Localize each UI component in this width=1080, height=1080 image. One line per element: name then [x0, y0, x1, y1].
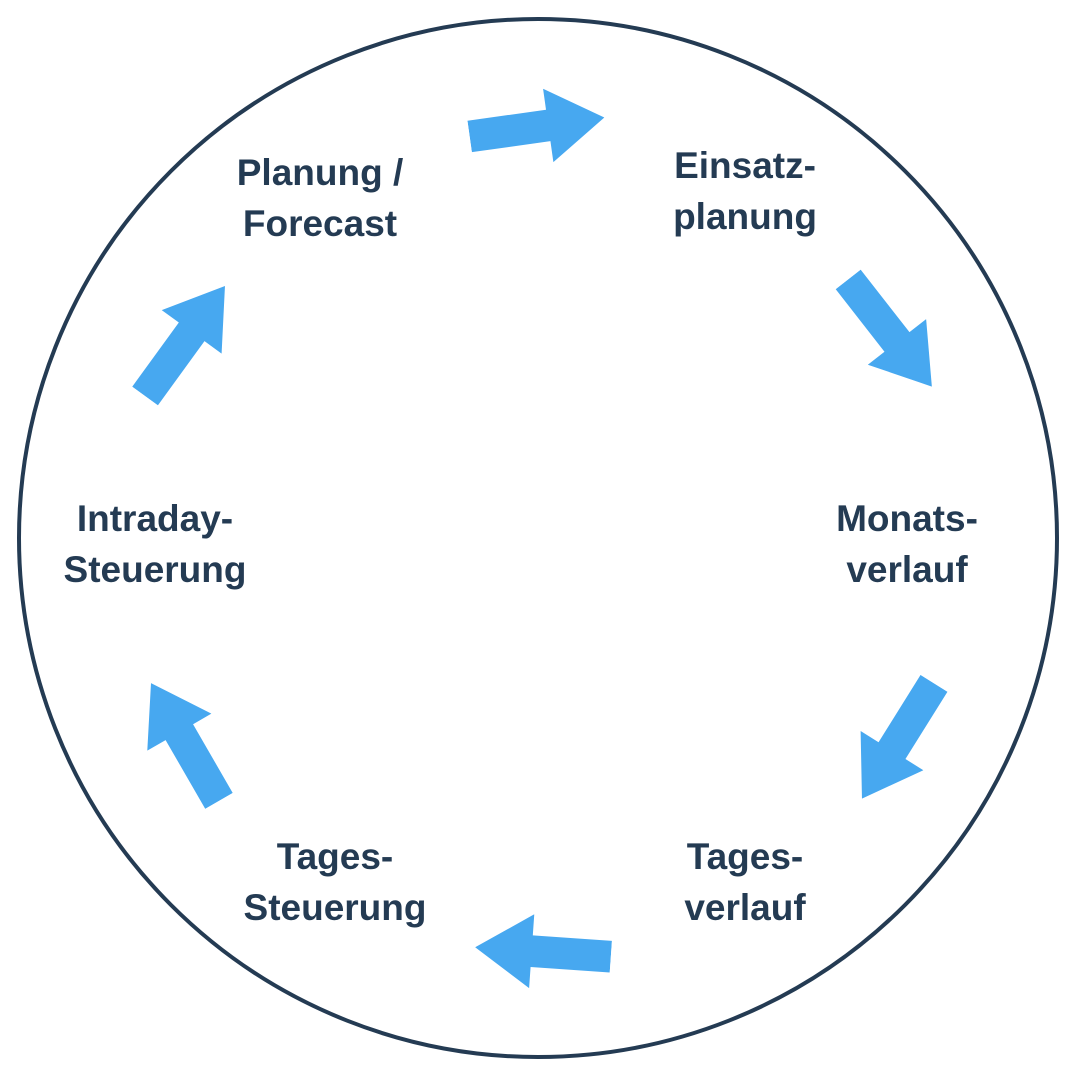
stage-label-tages-steuerung: Tages- Steuerung: [185, 831, 485, 933]
arrow-icon-einsatzplanung-to-monatsverlauf: [819, 257, 961, 410]
stage-label-line: Intraday-: [76, 498, 234, 539]
stage-label-einsatzplanung: Einsatz- planung: [595, 140, 895, 242]
arrow-icon-tagesverlauf-to-tages-steuerung: [473, 910, 614, 993]
stage-label-monatsverlauf: Monats- verlauf: [757, 493, 1057, 595]
stage-label-line: Steuerung: [243, 887, 427, 928]
arrow-icon-intraday-steuerung-to-planung-forecast: [115, 264, 255, 418]
stage-label-line: Forecast: [242, 203, 398, 244]
arrow-icon-tages-steuerung-to-intraday-steuerung: [119, 665, 251, 820]
arrow-icon-monatsverlauf-to-tagesverlauf: [831, 664, 966, 819]
stage-label-line: Planung /: [236, 152, 404, 193]
arrow-icon-planung-forecast-to-einsatzplanung: [465, 81, 610, 173]
stage-label-planung-forecast: Planung / Forecast: [170, 147, 470, 249]
stage-label-line: verlauf: [684, 887, 806, 928]
stage-label-line: Steuerung: [63, 549, 247, 590]
stage-label-line: Einsatz-: [674, 145, 816, 186]
stage-label-line: Monats-: [836, 498, 978, 539]
stage-label-line: verlauf: [846, 549, 968, 590]
stage-label-line: Tages-: [276, 836, 394, 877]
stage-label-line: planung: [673, 196, 817, 237]
stage-label-line: Tages-: [686, 836, 804, 877]
cycle-circle: [17, 17, 1059, 1059]
stage-label-tagesverlauf: Tages- verlauf: [595, 831, 895, 933]
stage-label-intraday-steuerung: Intraday- Steuerung: [5, 493, 305, 595]
